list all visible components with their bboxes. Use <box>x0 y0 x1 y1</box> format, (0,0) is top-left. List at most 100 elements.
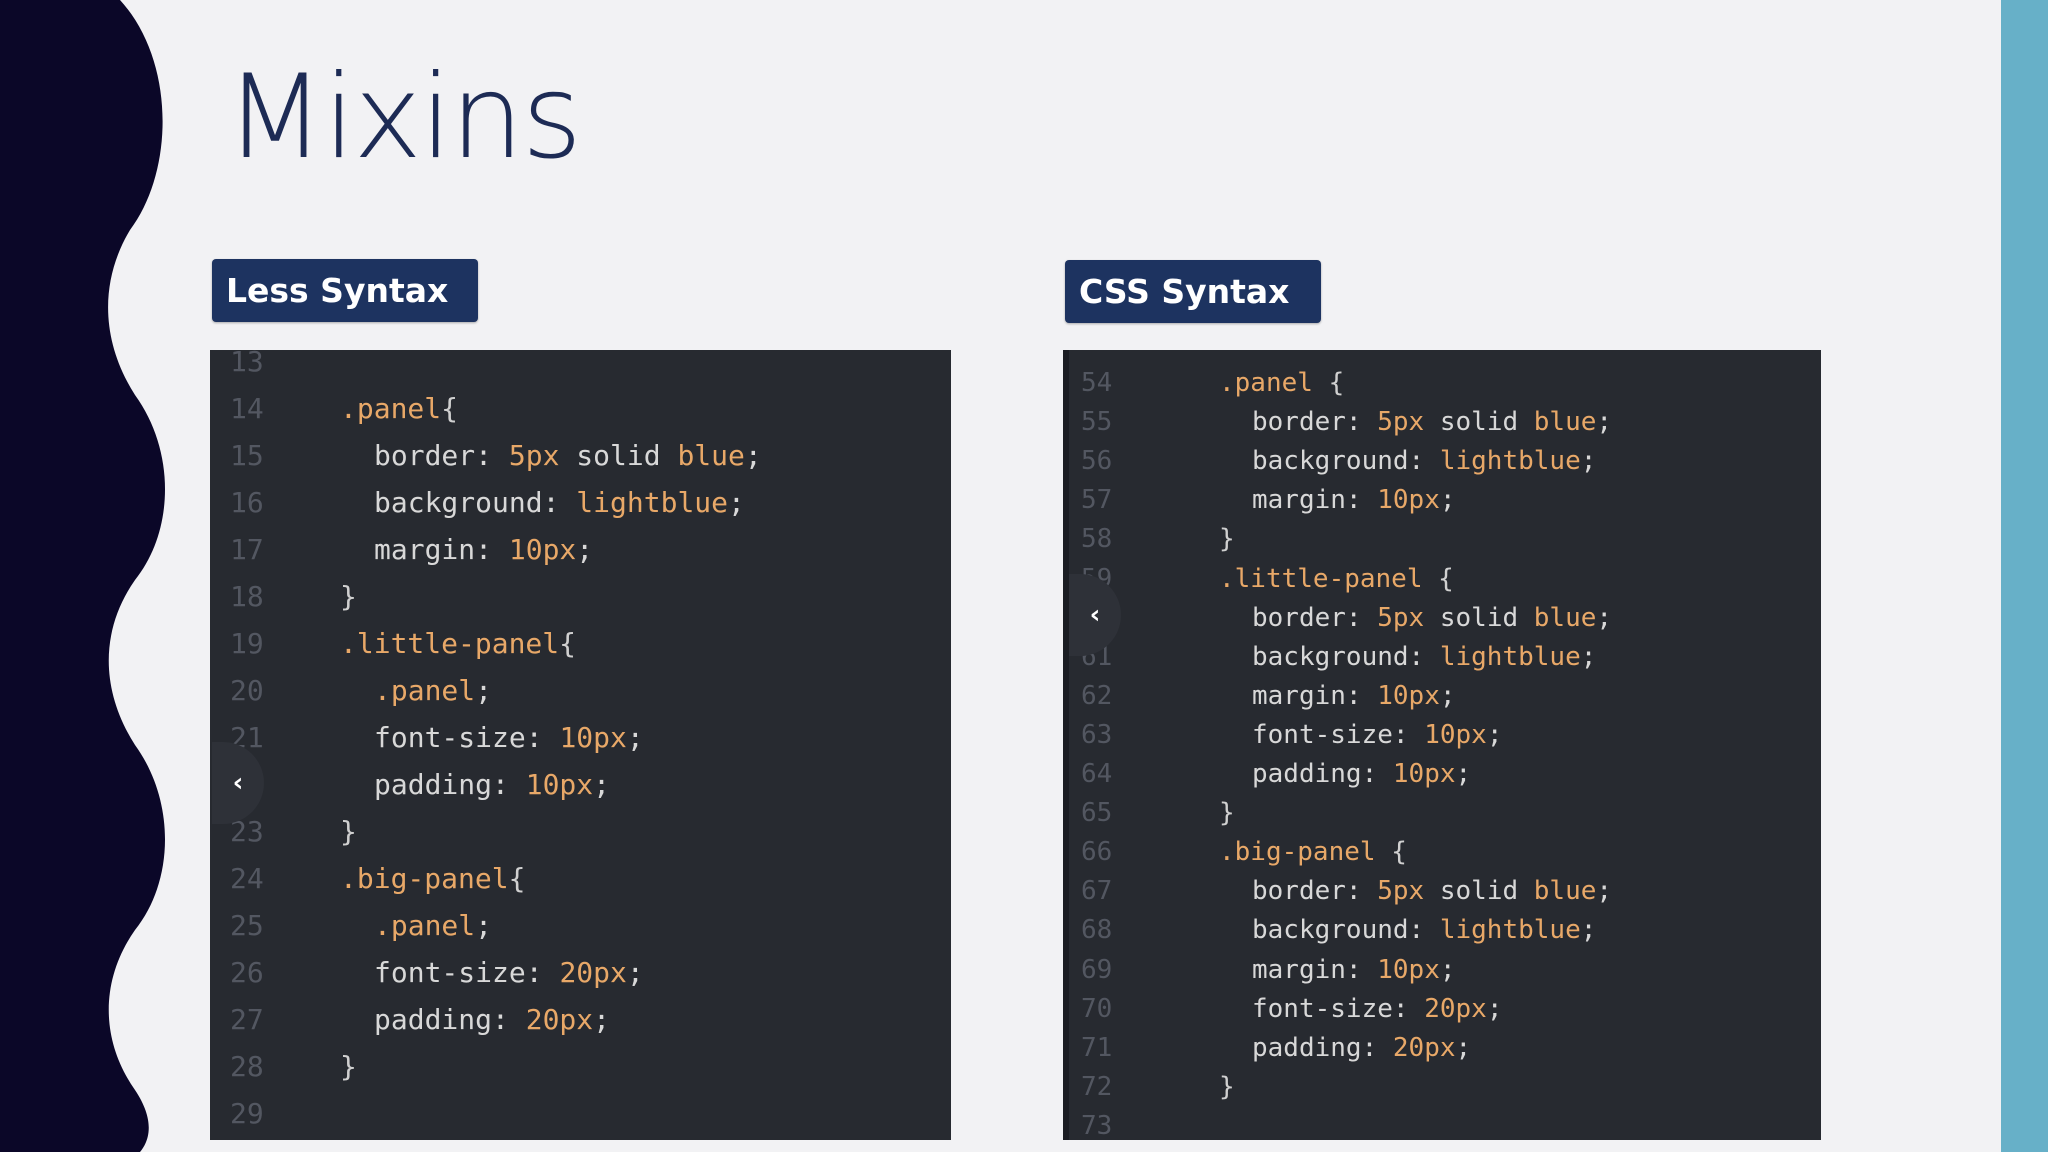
code-token: lightblue <box>1439 446 1581 477</box>
code-line: 57 margin: 10px; <box>1069 481 1821 521</box>
code-line: 65} <box>1069 794 1821 834</box>
line-number: 72 <box>1081 1071 1113 1102</box>
code-token: .little-panel <box>340 627 560 660</box>
line-number: 69 <box>1081 954 1113 985</box>
line-number: 70 <box>1081 993 1113 1024</box>
code-token: padding: <box>374 1003 526 1036</box>
code-token: 10px <box>1424 719 1487 750</box>
line-number: 64 <box>1081 759 1113 789</box>
code-token: 5px <box>1377 876 1425 907</box>
code-token: ; <box>1580 641 1597 672</box>
code-token: ; <box>1580 446 1597 477</box>
code-token: ; <box>1455 1032 1472 1063</box>
code-line: 28} <box>210 1047 951 1087</box>
code-token: border: <box>1252 876 1378 907</box>
code-text: .big-panel{ <box>340 859 525 899</box>
slide-title: Mixins <box>225 50 582 185</box>
code-token: background: <box>1252 641 1440 672</box>
code-token: } <box>1219 798 1235 829</box>
code-token: padding: <box>1252 759 1393 789</box>
wavy-left-band <box>0 0 165 1152</box>
code-token: .big-panel <box>1219 837 1376 868</box>
code-token: .panel <box>340 392 442 425</box>
code-text: border: 5px solid blue; <box>374 436 762 476</box>
code-token: ; <box>593 768 611 801</box>
code-line: 69 margin: 10px; <box>1069 951 1821 991</box>
code-text: border: 5px solid blue; <box>1252 599 1612 638</box>
code-token: } <box>1219 524 1235 555</box>
code-token: ; <box>744 439 762 472</box>
code-text: margin: 10px; <box>1252 481 1456 520</box>
code-token: font-size: <box>374 956 560 989</box>
code-token: 10px <box>1377 485 1440 516</box>
code-token: 5px <box>1377 602 1425 633</box>
code-line: 13 <box>210 350 951 382</box>
code-token: { <box>559 627 577 660</box>
code-token: ; <box>1439 954 1456 985</box>
line-number: 57 <box>1081 485 1113 516</box>
code-token: ; <box>626 956 644 989</box>
code-token: margin: <box>1252 954 1378 985</box>
code-text: background: lightblue; <box>374 483 745 523</box>
line-number: 26 <box>230 956 264 989</box>
line-number: 16 <box>230 486 264 519</box>
code-token: solid <box>559 439 678 472</box>
code-token: ; <box>1596 602 1613 633</box>
line-number: 14 <box>230 392 264 425</box>
code-text: } <box>1219 794 1235 833</box>
code-token: margin: <box>1252 485 1378 516</box>
code-token: 10px <box>1377 954 1440 985</box>
code-token: background: <box>374 486 577 519</box>
code-text: margin: 10px; <box>374 530 593 570</box>
code-token: 10px <box>508 533 577 566</box>
code-token: lightblue <box>576 486 729 519</box>
code-token: { <box>441 392 459 425</box>
code-text: border: 5px solid blue; <box>1252 872 1612 911</box>
line-number: 24 <box>230 862 264 895</box>
code-token: { <box>1422 563 1454 594</box>
code-token: .panel <box>1219 368 1313 398</box>
code-text: } <box>340 812 357 852</box>
code-token: ; <box>1486 993 1503 1024</box>
code-text: margin: 10px; <box>1252 951 1456 990</box>
line-number: 54 <box>1081 368 1113 398</box>
code-token: background: <box>1252 915 1440 946</box>
code-token: ; <box>626 721 644 754</box>
line-number: 56 <box>1081 446 1113 477</box>
code-line: 14 .panel{ <box>210 389 951 429</box>
code-token: 20px <box>1392 1032 1456 1063</box>
code-token: blue <box>1533 407 1597 438</box>
line-number: 55 <box>1081 407 1113 438</box>
code-line: 72} <box>1069 1068 1821 1108</box>
line-number: 62 <box>1081 680 1113 711</box>
code-text: .panel{ <box>340 389 458 429</box>
code-line: 20.panel; <box>210 671 951 711</box>
code-token: border: <box>1252 407 1378 438</box>
right-accent-band <box>2001 0 2048 1152</box>
code-token: 20px <box>1424 993 1487 1024</box>
code-token: 10px <box>1392 759 1456 789</box>
code-text: padding: 20px; <box>1252 1029 1471 1068</box>
code-token: 20px <box>525 1003 594 1036</box>
code-token: lightblue <box>1439 915 1581 946</box>
line-number: 15 <box>230 439 264 472</box>
line-number: 25 <box>230 909 264 942</box>
code-line: 22padding: 10px; <box>210 765 951 805</box>
code-line: 23} <box>210 812 951 852</box>
code-token: 10px <box>559 721 627 754</box>
code-token: .little-panel <box>1219 563 1423 594</box>
code-token: { <box>508 862 526 895</box>
code-token: solid <box>1424 876 1534 907</box>
line-number: 65 <box>1081 798 1113 829</box>
code-token: font-size: <box>1252 719 1425 750</box>
line-number: 66 <box>1081 837 1113 868</box>
code-token: 10px <box>1377 680 1440 711</box>
code-text: .panel { <box>1219 364 1344 403</box>
code-line: 66.big-panel { <box>1069 833 1821 873</box>
